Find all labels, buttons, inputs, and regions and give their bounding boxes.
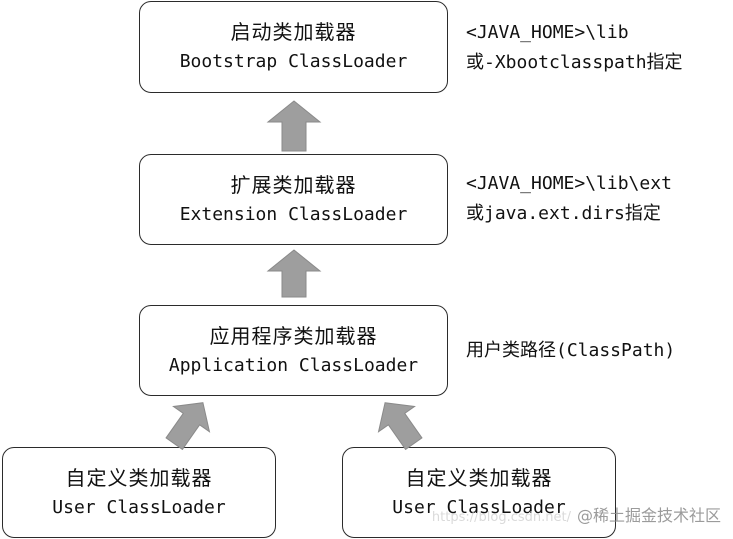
- user-right-en-label: User ClassLoader: [392, 496, 566, 518]
- application-classloader-node: 应用程序类加载器 Application ClassLoader: [139, 305, 448, 396]
- bootstrap-note-line-1: <JAVA_HOME>\lib: [466, 22, 629, 43]
- extension-note-line-2: 或java.ext.dirs指定: [466, 203, 661, 224]
- bootstrap-note-line-2: 或-Xbootclasspath指定: [466, 52, 683, 73]
- application-cn-label: 应用程序类加载器: [209, 323, 378, 348]
- application-en-label: Application ClassLoader: [168, 354, 419, 376]
- extension-path-note: <JAVA_HOME>\lib\ext 或java.ext.dirs指定: [466, 169, 672, 229]
- extension-cn-label: 扩展类加载器: [230, 172, 357, 197]
- user-classloader-node-right: 自定义类加载器 User ClassLoader: [342, 447, 616, 538]
- user-left-cn-label: 自定义类加载器: [65, 465, 213, 490]
- bootstrap-path-note: <JAVA_HOME>\lib 或-Xbootclasspath指定: [466, 18, 683, 78]
- watermark-text: @稀土掘金技术社区: [576, 506, 721, 525]
- bootstrap-en-label: Bootstrap ClassLoader: [179, 51, 408, 72]
- user-right-cn-label: 自定义类加载器: [405, 465, 553, 490]
- user-left-en-label: User ClassLoader: [52, 496, 226, 518]
- application-note-line-1: 用户类路径(ClassPath): [466, 340, 676, 361]
- user-classloader-node-left: 自定义类加载器 User ClassLoader: [2, 447, 276, 538]
- arrow-up-application-to-extension: [266, 249, 322, 298]
- extension-en-label: Extension ClassLoader: [179, 203, 408, 225]
- watermark-url: https://blog.csdn.net/: [431, 510, 571, 525]
- extension-note-line-1: <JAVA_HOME>\lib\ext: [466, 173, 672, 194]
- watermark: https://blog.csdn.net/ @稀土掘金技术社区: [432, 502, 721, 526]
- bootstrap-classloader-node: 启动类加载器 Bootstrap ClassLoader: [139, 1, 448, 93]
- extension-classloader-node: 扩展类加载器 Extension ClassLoader: [139, 154, 448, 245]
- application-path-note: 用户类路径(ClassPath): [466, 336, 675, 366]
- arrow-up-extension-to-bootstrap: [266, 100, 322, 152]
- bootstrap-cn-label: 启动类加载器: [230, 20, 357, 44]
